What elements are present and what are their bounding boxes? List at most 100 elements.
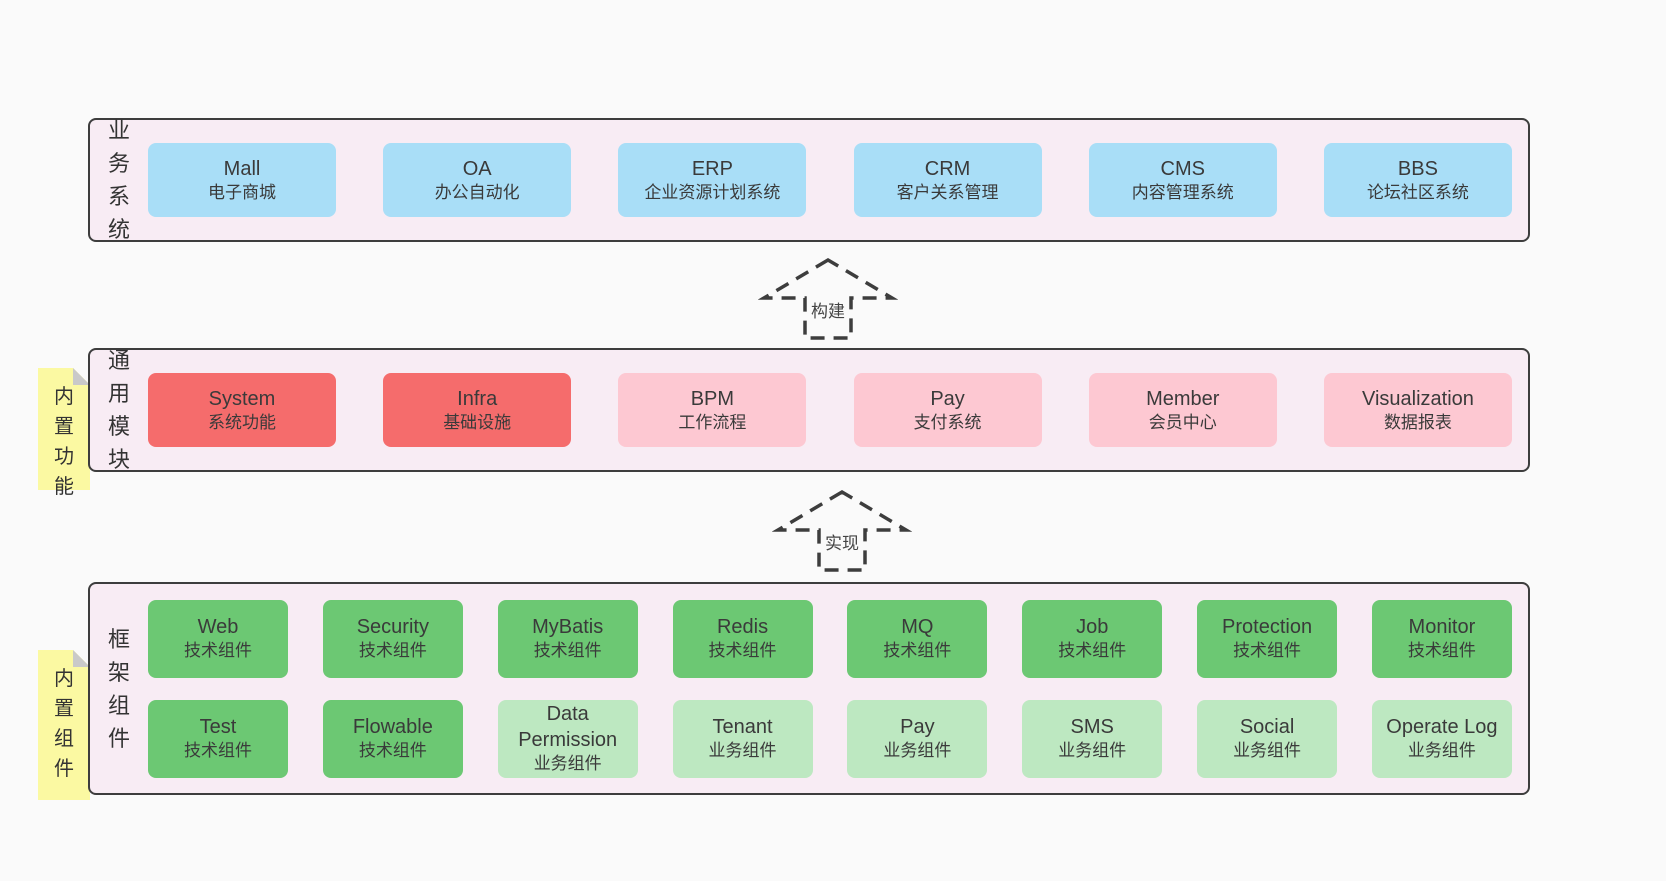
- box-title: BBS: [1397, 157, 1438, 180]
- box-title: Security: [356, 616, 429, 639]
- box-title: MQ: [901, 616, 934, 639]
- box-title: BPM: [690, 387, 735, 410]
- box-subtitle: 支付系统: [913, 412, 982, 432]
- box-title: Flowable: [352, 716, 433, 739]
- box-subtitle: 技术组件: [184, 741, 252, 761]
- box-oa: OA 办公自动化: [383, 143, 572, 217]
- box-subtitle: 技术组件: [358, 641, 427, 661]
- box-mq: MQ 技术组件: [847, 599, 988, 678]
- panel-common-modules: 通用模块 System 系统功能 Infra 基础设施 BPM 工作流程 Pay…: [88, 348, 1530, 472]
- box-title: ERP: [691, 157, 733, 180]
- box-social: Social 业务组件: [1197, 699, 1338, 778]
- box-flowable: Flowable 技术组件: [322, 699, 463, 778]
- box-title: Redis: [716, 616, 769, 639]
- box-mall: Mall 电子商城: [148, 143, 336, 217]
- box-subtitle: 会员中心: [1148, 412, 1217, 432]
- box-member: Member 会员中心: [1088, 373, 1277, 447]
- box-title: System: [208, 387, 276, 410]
- framework-row-2: Test 技术组件 Flowable 技术组件 Data Permission …: [148, 699, 1512, 778]
- panel-title-vertical: 业务系统: [90, 114, 148, 246]
- panel-business-systems: 业务系统 Mall 电子商城 OA 办公自动化 ERP 企业资源计划系统 CRM…: [88, 118, 1530, 242]
- box-title: MyBatis: [532, 616, 604, 639]
- box-title: Web: [197, 616, 239, 639]
- box-title: CMS: [1160, 157, 1205, 180]
- box-subtitle: 业务组件: [533, 754, 602, 774]
- box-subtitle: 基础设施: [443, 412, 512, 432]
- box-crm: CRM 客户关系管理: [853, 143, 1042, 217]
- box-title: CRM: [924, 157, 971, 180]
- box-subtitle: 电子商城: [208, 182, 276, 202]
- box-test: Test 技术组件: [148, 699, 288, 778]
- panel-title: 框架组件: [107, 626, 130, 751]
- framework-row-1: Web 技术组件 Security 技术组件 MyBatis 技术组件 Redi…: [148, 599, 1512, 678]
- box-title: Social: [1239, 716, 1295, 739]
- box-sms: SMS 业务组件: [1022, 699, 1163, 778]
- box-visualization: Visualization 数据报表: [1323, 373, 1512, 447]
- panel-title-vertical: 通用模块: [90, 344, 148, 476]
- box-subtitle: 企业资源计划系统: [644, 182, 781, 202]
- box-title: Visualization: [1361, 387, 1474, 410]
- dashed-up-arrow-build: 构建: [758, 256, 898, 342]
- box-cms: CMS 内容管理系统: [1088, 143, 1277, 217]
- box-subtitle: 业务组件: [883, 741, 952, 761]
- box-subtitle: 技术组件: [1407, 641, 1476, 661]
- box-subtitle: 内容管理系统: [1131, 182, 1234, 202]
- box-title: Job: [1076, 616, 1109, 639]
- box-pay-module: Pay 支付系统: [853, 373, 1042, 447]
- up-arrow-icon: [772, 489, 912, 572]
- sticky-tab-built-in-features: 内置功能: [38, 368, 90, 498]
- box-subtitle: 业务组件: [1058, 741, 1127, 761]
- box-tenant: Tenant 业务组件: [672, 699, 813, 778]
- box-erp: ERP 企业资源计划系统: [618, 143, 807, 217]
- business-boxes-row: Mall 电子商城 OA 办公自动化 ERP 企业资源计划系统 CRM 客户关系…: [148, 143, 1528, 217]
- box-title: Pay: [930, 387, 965, 410]
- box-system: System 系统功能: [148, 373, 336, 447]
- box-subtitle: 客户关系管理: [896, 182, 999, 202]
- box-bpm: BPM 工作流程: [618, 373, 807, 447]
- box-title: Tenant: [712, 716, 773, 739]
- box-monitor: Monitor 技术组件: [1371, 599, 1512, 678]
- box-subtitle: 技术组件: [184, 641, 252, 661]
- framework-boxes-grid: Web 技术组件 Security 技术组件 MyBatis 技术组件 Redi…: [148, 599, 1528, 778]
- box-title: Data Permission: [518, 703, 618, 752]
- dashed-up-arrow-implement: 实现: [772, 488, 912, 574]
- box-subtitle: 工作流程: [678, 412, 747, 432]
- box-title: OA: [462, 157, 492, 180]
- box-web: Web 技术组件: [148, 599, 288, 678]
- box-operate-log: Operate Log 业务组件: [1371, 699, 1512, 778]
- box-subtitle: 技术组件: [1233, 641, 1302, 661]
- box-subtitle: 技术组件: [533, 641, 602, 661]
- box-infra: Infra 基础设施: [383, 373, 572, 447]
- box-mybatis: MyBatis 技术组件: [497, 599, 638, 678]
- sticky-tab-built-in-components: 内置组件: [38, 650, 90, 800]
- box-subtitle: 数据报表: [1383, 412, 1452, 432]
- box-title: Infra: [457, 387, 498, 410]
- panel-framework-components: 框架组件 Web 技术组件 Security 技术组件 MyBatis 技术组件…: [88, 582, 1530, 795]
- module-boxes-row: System 系统功能 Infra 基础设施 BPM 工作流程 Pay 支付系统…: [148, 373, 1528, 447]
- sticky-tab-label: 内置功能: [54, 386, 74, 498]
- box-subtitle: 业务组件: [708, 741, 777, 761]
- box-job: Job 技术组件: [1022, 599, 1163, 678]
- box-title: Protection: [1222, 616, 1313, 639]
- box-subtitle: 技术组件: [1058, 641, 1127, 661]
- box-title: Member: [1146, 387, 1220, 410]
- box-redis: Redis 技术组件: [672, 599, 813, 678]
- box-title: Test: [199, 716, 237, 739]
- box-subtitle: 技术组件: [358, 741, 427, 761]
- box-title: SMS: [1070, 716, 1114, 739]
- box-protection: Protection 技术组件: [1197, 599, 1338, 678]
- box-subtitle: 论坛社区系统: [1366, 182, 1469, 202]
- box-title: Operate Log: [1386, 716, 1498, 739]
- box-subtitle: 技术组件: [708, 641, 777, 661]
- box-title: Monitor: [1408, 616, 1476, 639]
- box-subtitle: 业务组件: [1233, 741, 1302, 761]
- panel-title: 业务系统: [107, 118, 130, 242]
- box-subtitle: 系统功能: [208, 412, 276, 432]
- box-security: Security 技术组件: [322, 599, 463, 678]
- box-subtitle: 技术组件: [883, 641, 952, 661]
- box-title: Pay: [900, 716, 935, 739]
- panel-title: 通用模块: [107, 348, 130, 472]
- box-bbs: BBS 论坛社区系统: [1323, 143, 1512, 217]
- up-arrow-icon: [758, 257, 898, 340]
